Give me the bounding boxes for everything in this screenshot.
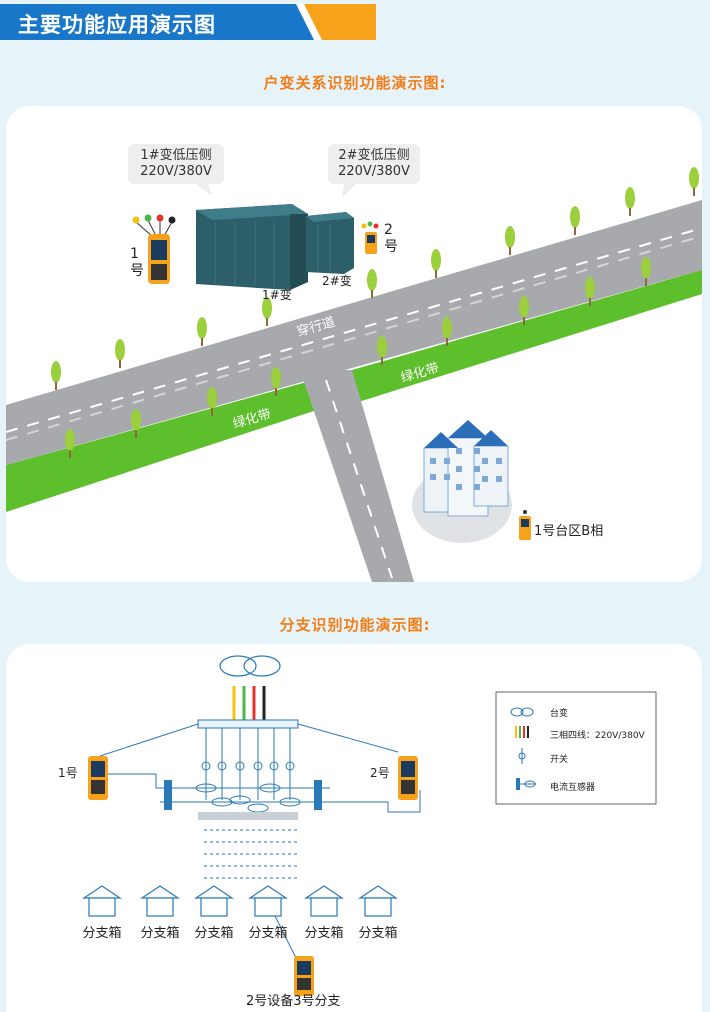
header-banner [0,4,376,40]
area-label: 1号台区B相 [534,524,604,539]
three-phase-lines-icon [232,686,266,720]
bubble-1 [128,144,224,196]
transformer-2-label: 2#变 [322,274,352,288]
section2-diagram [82,655,657,996]
device-right-label: 2号 [370,766,390,780]
bubble-2-line1: 2#变低压侧 [338,148,410,163]
bubble-1-line2: 220V/380V [140,164,212,179]
ct-right [314,780,322,810]
legend-icons [510,707,536,790]
residential-building-icon [412,420,512,543]
bus-bar-bottom [198,812,298,820]
section1-title: 户变关系识别功能演示图: [263,74,447,92]
branch-box-label-6: 分支箱 [358,926,398,941]
legend-label-ct: 电流互感器 [550,783,596,793]
legend-label-transformer: 台变 [550,709,569,719]
feeder-lines [204,829,300,879]
branch-box-label-4: 分支箱 [248,926,288,941]
device-1-icon [132,214,176,284]
page-title: 主要功能应用演示图 [18,13,216,37]
trees [51,167,699,458]
device-2-label-num: 2 [384,222,393,238]
device-bottom-icon [294,956,314,996]
transformer-2-box [306,212,354,274]
horizontal-bus [160,787,330,803]
device-1-label-num: 1 [130,246,139,262]
ct-left [164,780,172,810]
transformer-1-label: 1#变 [262,288,292,302]
green-belt-right [352,270,702,404]
device-2-icon [361,221,379,254]
bubble-1-line1: 1#变低压侧 [140,148,212,163]
bubble-2 [328,144,420,198]
device-1-label-hao: 号 [130,263,144,279]
green-belt-left [6,375,332,512]
device-right-icon [398,756,418,800]
branch-box-icons [82,885,398,917]
bubble-1-text: 1#变低压侧 220V/380V [128,148,224,180]
bus-bar-top [197,719,299,729]
branch-box-label-3: 分支箱 [194,926,234,941]
device-2-label: 2 号 [384,222,398,256]
bubble-2-text: 2#变低压侧 220V/380V [328,148,420,180]
transformer-symbol-icon [219,655,281,677]
section2-title: 分支识别功能演示图: [279,616,431,634]
bottom-device-label: 2号设备3号分支 [246,994,341,1009]
bubble-2-line2: 220V/380V [338,164,410,179]
branch-box-label-2: 分支箱 [140,926,180,941]
branch-box-label-1: 分支箱 [82,926,122,941]
device-left-icon [88,756,108,800]
branch-box-label-5: 分支箱 [304,926,344,941]
device-1-label: 1 号 [130,246,144,280]
section1-scene [5,144,703,582]
device-area-icon [519,510,531,540]
legend-label-three-phase: 三相四线：220V/380V [550,731,645,741]
transformer-1-box [196,204,308,290]
legend-label-switch: 开关 [550,755,569,765]
device-2-label-hao: 号 [384,239,398,255]
switch-array [195,728,301,813]
cross-road [300,370,414,582]
device-left-label: 1号 [58,766,78,780]
main-road [6,200,702,465]
